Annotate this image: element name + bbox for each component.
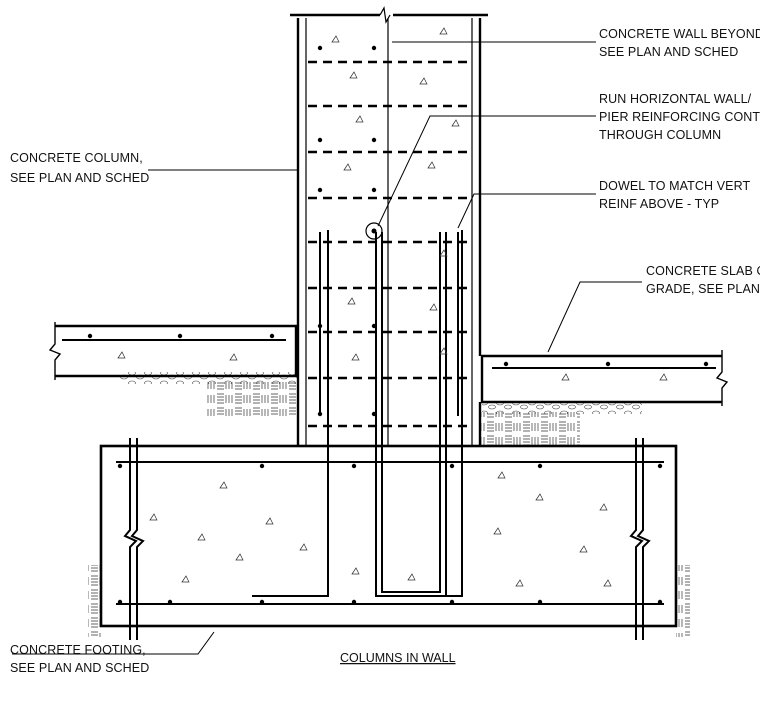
horizontal-bar-callout-circle (365, 222, 383, 240)
concrete-footing (99, 444, 678, 628)
label-concrete-column: CONCRETE COLUMN, SEE PLAN AND SCHED (10, 151, 149, 185)
label-concrete-wall-beyond: CONCRETE WALL BEYOND, SEE PLAN AND SCHED (599, 27, 760, 59)
left-slab (48, 322, 298, 380)
horizontal-reinforcing (308, 60, 470, 428)
footing-bar-dots (117, 463, 663, 605)
dowel-bars (252, 230, 463, 597)
label-concrete-footing: CONCRETE FOOTING, SEE PLAN AND SCHED (10, 643, 149, 675)
label-slab-on-grade: CONCRETE SLAB ON GRADE, SEE PLAN (646, 264, 760, 296)
leader-lines (12, 41, 642, 655)
soil-hatch (88, 372, 690, 637)
concrete-column (290, 6, 488, 446)
label-dowel: DOWEL TO MATCH VERT REINF ABOVE - TYP (599, 179, 754, 211)
wall-beyond-lines (305, 18, 473, 446)
footing-reinforcing (116, 438, 664, 640)
label-run-horizontal-reinforcing: RUN HORIZONTAL WALL/ PIER REINFORCING CO… (599, 92, 760, 142)
column-bar-dots (317, 45, 377, 417)
right-slab (480, 350, 729, 406)
drawing-title: COLUMNS IN WALL (340, 651, 456, 665)
concrete-aggregate (117, 27, 668, 587)
